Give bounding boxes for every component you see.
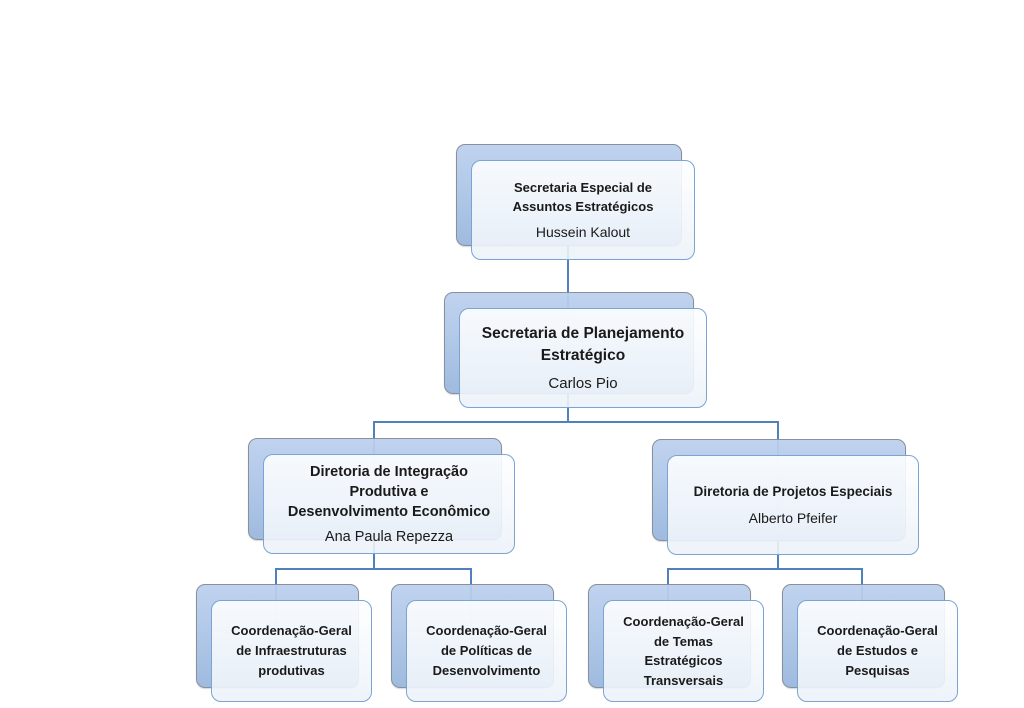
node-title: Diretoria de Projetos Especiais <box>693 484 893 499</box>
org-node-diretoria-projetos: Diretoria de Projetos Especiais Alberto … <box>652 439 919 555</box>
node-person: Carlos Pio <box>548 374 618 392</box>
node-title: Coordenação-Geral de Temas Estratégicos … <box>623 614 744 688</box>
node-card: Secretaria de Planejamento Estratégico C… <box>459 308 707 408</box>
org-node-cg-politicas: Coordenação-Geral de Políticas de Desenv… <box>391 584 567 702</box>
node-card: Coordenação-Geral de Temas Estratégicos … <box>603 600 764 702</box>
node-card: Diretoria de Integração Produtiva e Dese… <box>263 454 515 554</box>
node-title: Coordenação-Geral de Políticas de Desenv… <box>426 623 547 678</box>
node-card: Diretoria de Projetos Especiais Alberto … <box>667 455 919 555</box>
node-title: Secretaria Especial de Assuntos Estratég… <box>512 180 654 214</box>
node-card: Coordenação-Geral de Políticas de Desenv… <box>406 600 567 702</box>
connector-integracao-elbow <box>275 568 472 570</box>
connector-level2-elbow <box>373 421 779 423</box>
connector-projetos-elbow <box>667 568 863 570</box>
node-title: Coordenação-Geral de Estudos e Pesquisas <box>817 623 938 678</box>
node-title: Secretaria de Planejamento Estratégico <box>481 324 685 364</box>
node-card: Secretaria Especial de Assuntos Estratég… <box>471 160 695 260</box>
node-title: Diretoria de Integração Produtiva e Dese… <box>287 463 491 520</box>
node-card: Coordenação-Geral de Estudos e Pesquisas <box>797 600 958 702</box>
node-card: Coordenação-Geral de Infraestruturas pro… <box>211 600 372 702</box>
node-person: Hussein Kalout <box>535 224 631 240</box>
org-node-cg-temas: Coordenação-Geral de Temas Estratégicos … <box>588 584 764 702</box>
node-title: Coordenação-Geral de Infraestruturas pro… <box>231 623 352 678</box>
node-person: Alberto Pfeifer <box>748 510 838 526</box>
org-node-cg-estudos: Coordenação-Geral de Estudos e Pesquisas <box>782 584 958 702</box>
org-node-secretaria-especial: Secretaria Especial de Assuntos Estratég… <box>456 144 695 260</box>
org-node-diretoria-integracao: Diretoria de Integração Produtiva e Dese… <box>248 438 515 554</box>
org-node-cg-infraestruturas: Coordenação-Geral de Infraestruturas pro… <box>196 584 372 702</box>
node-person: Ana Paula Repezza <box>324 528 454 545</box>
org-node-secretaria-planejamento: Secretaria de Planejamento Estratégico C… <box>444 292 707 408</box>
